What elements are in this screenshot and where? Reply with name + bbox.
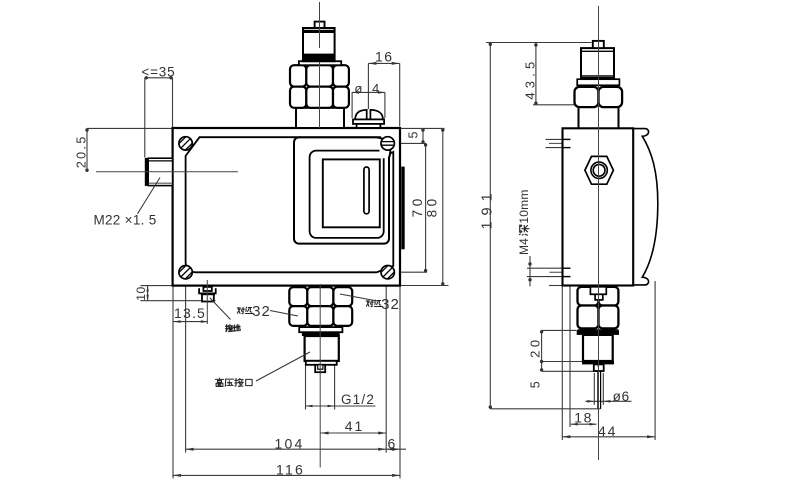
svg-text:5: 5 — [406, 131, 420, 138]
svg-text:6: 6 — [387, 435, 395, 451]
svg-text:10mm: 10mm — [517, 189, 531, 223]
svg-text:104: 104 — [275, 435, 305, 451]
svg-text:18: 18 — [574, 409, 593, 425]
svg-text:41: 41 — [345, 418, 365, 434]
svg-text:20.5: 20.5 — [75, 134, 89, 168]
svg-text:43.5: 43.5 — [523, 58, 538, 100]
svg-text:M4: M4 — [517, 238, 531, 255]
svg-text:13.5: 13.5 — [174, 305, 206, 321]
svg-text:44: 44 — [598, 423, 617, 439]
svg-text:4: 4 — [372, 81, 380, 96]
svg-text:32: 32 — [381, 296, 400, 313]
svg-text:191: 191 — [480, 187, 496, 229]
svg-text:ø6: ø6 — [613, 389, 630, 404]
svg-text:32: 32 — [252, 303, 271, 320]
svg-text:10: 10 — [134, 286, 148, 300]
svg-text:16: 16 — [375, 48, 394, 64]
svg-text:<=35: <=35 — [141, 64, 175, 79]
svg-text:5: 5 — [529, 381, 543, 388]
svg-text:80: 80 — [424, 195, 439, 217]
svg-text:G1/2: G1/2 — [341, 392, 375, 407]
svg-text:20: 20 — [528, 336, 543, 357]
svg-text:70: 70 — [410, 195, 425, 217]
svg-text:116: 116 — [276, 462, 305, 478]
svg-text:M22 ×1. 5: M22 ×1. 5 — [93, 213, 156, 228]
svg-text:ø: ø — [354, 81, 362, 96]
